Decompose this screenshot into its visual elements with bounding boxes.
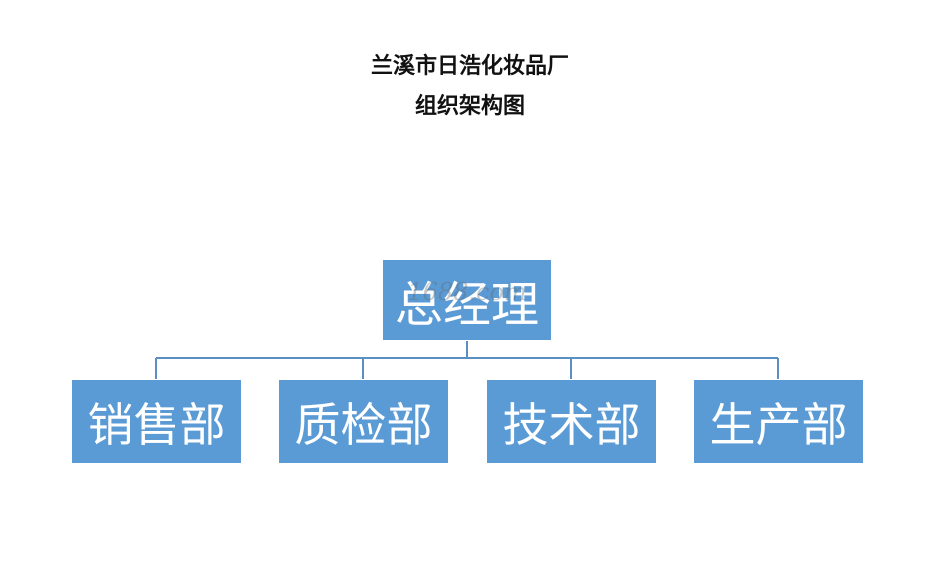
node-sales-department: 销售部	[71, 379, 242, 464]
node-quality-control-department: 质检部	[278, 379, 449, 464]
node-technology-department: 技术部	[486, 379, 657, 464]
chart-subtitle: 组织架构图	[414, 94, 525, 119]
node-production-label: 生产部	[709, 397, 848, 452]
node-production-department: 生产部	[693, 379, 864, 464]
node-sales-label: 销售部	[87, 397, 226, 452]
chart-title: 兰溪市日浩化妆品厂	[370, 54, 569, 79]
node-general-manager-label: 总经理	[394, 277, 539, 333]
node-qc-label: 质检部	[294, 397, 433, 452]
node-general-manager: 总经理	[382, 259, 552, 341]
node-tech-label: 技术部	[502, 397, 641, 452]
